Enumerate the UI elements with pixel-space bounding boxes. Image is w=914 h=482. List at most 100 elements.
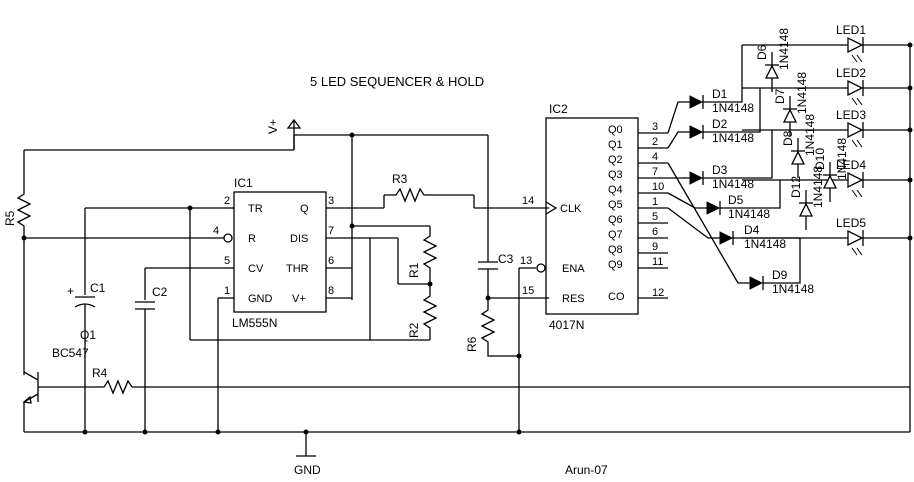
capacitor-c3: C3 (478, 252, 514, 301)
diode-feed-wire (667, 101, 690, 134)
ic1-pin-dis: DIS (290, 233, 308, 245)
r5-label: R5 (3, 210, 17, 226)
ic2-output-pin-7: 7 (652, 166, 658, 178)
diode-designator: D3 (712, 163, 728, 177)
resistor-r4: R4 (92, 366, 133, 395)
ic2-output-pin-2: 2 (652, 136, 658, 148)
ic2-output-q9: Q9 (608, 259, 623, 271)
ic2-output-pin-4: 4 (652, 151, 658, 163)
resistor-r3: R3 (383, 172, 474, 208)
led-4: LED4 (742, 158, 913, 198)
led-5: LED5 (742, 216, 913, 256)
vertical-diode-part: 1N4148 (803, 114, 817, 156)
diode-feed-wire (667, 131, 690, 149)
r1-label: R1 (407, 262, 421, 278)
diode-designator: D9 (772, 268, 788, 282)
schematic-title: 5 LED SEQUENCER & HOLD (310, 74, 484, 89)
led-label: LED3 (836, 108, 866, 122)
resistor-r2: R2 (407, 284, 438, 340)
led-1: LED1 (742, 23, 913, 63)
led-label: LED2 (836, 66, 866, 80)
ic1-designator: IC1 (234, 176, 253, 190)
ic2-output-q2: Q2 (608, 154, 623, 166)
ic1-pinnum-8: 8 (328, 285, 334, 297)
supply-label: V+ (266, 119, 280, 134)
ic1-pinnum-5: 5 (224, 255, 230, 267)
svg-text:+: + (67, 284, 74, 298)
transistor-q1: Q1 BC547 (22, 328, 96, 432)
diode-part: 1N4148 (744, 237, 786, 251)
vertical-diode-designator: D6 (755, 44, 769, 60)
vertical-diode-d8: D8 1N4148 (781, 114, 817, 178)
ic1-pin-thr: THR (286, 263, 309, 275)
ic1-555-timer: IC1 LM555N TR R CV GND Q DIS THR V+ 2 4 … (213, 176, 334, 330)
diode-part: 1N4148 (712, 131, 754, 145)
led-label: LED5 (836, 216, 866, 230)
ic2-output-q6: Q6 (608, 214, 623, 226)
r6-label: R6 (465, 336, 479, 352)
ground-label: GND (294, 463, 321, 477)
vertical-diode-designator: D12 (789, 176, 803, 198)
ic2-part: 4017N (549, 318, 584, 332)
diode-designator: D5 (728, 193, 744, 207)
ic2-res-pin: 15 (522, 285, 534, 297)
ic2-output-q1: Q1 (608, 139, 623, 151)
supply-rail (23, 132, 489, 300)
ic1-pin-r: R (248, 233, 256, 245)
r3-label: R3 (392, 172, 408, 186)
ic2-designator: IC2 (549, 102, 568, 116)
diode-feed-wire (667, 162, 750, 284)
led-label: LED1 (836, 23, 866, 37)
diode-part: 1N4148 (712, 177, 754, 191)
capacitor-c1: + C1 (67, 208, 106, 432)
q1-designator: Q1 (80, 328, 96, 342)
diode-designator: D4 (744, 223, 760, 237)
vertical-diode-designator: D7 (773, 88, 787, 104)
vertical-diode-part: 1N4148 (811, 166, 825, 208)
led-label: LED4 (836, 158, 866, 172)
ic1-pinnum-3: 3 (328, 195, 334, 207)
author-label: Arun-07 (565, 463, 608, 477)
ic1-pin-cv: CV (248, 263, 264, 275)
diode-part: 1N4148 (728, 207, 770, 221)
ic2-output-co: CO (608, 291, 625, 303)
diode-designator: D1 (712, 87, 728, 101)
ic1-pinnum-1: 1 (224, 285, 230, 297)
vertical-diode-d12: D12 1N4148 (789, 166, 825, 230)
c3-label: C3 (498, 252, 514, 266)
wire (703, 45, 743, 103)
wire (703, 130, 773, 179)
capacitor-c2: C2 (135, 268, 168, 432)
vertical-diode-part: 1N4148 (835, 138, 849, 180)
c1-label: C1 (90, 281, 106, 295)
ic1-pin-vplus: V+ (292, 293, 306, 305)
ic2-res-label: RES (562, 293, 585, 305)
led-2: LED2 (742, 66, 913, 106)
vertical-diode-designator: D8 (781, 130, 795, 146)
led-3: LED3 (742, 108, 913, 148)
resistor-r6: R6 (465, 298, 522, 359)
diode-part: 1N4148 (772, 282, 814, 296)
c2-label: C2 (152, 285, 168, 299)
r2-label: R2 (407, 322, 421, 338)
wire (703, 88, 761, 133)
ic2-output-q5: Q5 (608, 199, 623, 211)
ic2-output-pin-10: 10 (652, 181, 664, 193)
ic2-output-pin-11: 11 (652, 256, 663, 268)
ic1-pinnum-2: 2 (224, 195, 230, 207)
ic2-output-pin-9: 9 (652, 241, 658, 253)
r4-label: R4 (92, 366, 108, 380)
resistor-r1: R1 (407, 226, 438, 287)
